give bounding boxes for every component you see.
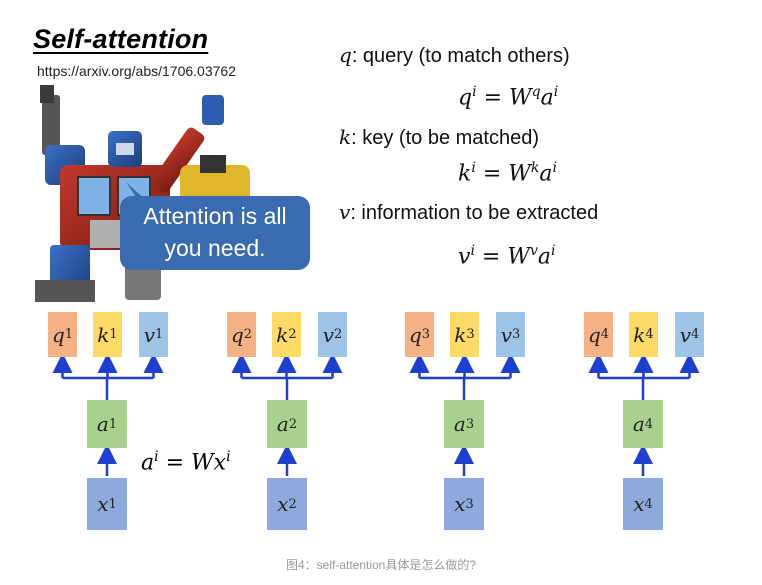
bubble-line-2: you need. <box>164 235 266 261</box>
eq-v: vi = Wvai <box>458 243 556 270</box>
bubble-line-1: Attention is all <box>143 203 287 229</box>
figure-caption: 图4：self-attention具体是怎么做的? <box>285 558 477 572</box>
bubble-tail <box>126 182 152 206</box>
slide-title: Self-attention <box>33 24 209 54</box>
eq-q: qi = Wqai <box>458 84 559 111</box>
eq-k: ki = Wkai <box>458 160 557 187</box>
embedding-equation: ai = Wxi <box>141 449 231 476</box>
paper-url: https://arxiv.org/abs/1706.03762 <box>37 63 236 79</box>
def-q: q: query (to match others) <box>339 43 570 67</box>
speech-bubble: Attention is all you need. <box>120 196 310 270</box>
def-k: k: key (to be matched) <box>339 125 539 149</box>
def-v: v: information to be extracted <box>339 200 599 224</box>
